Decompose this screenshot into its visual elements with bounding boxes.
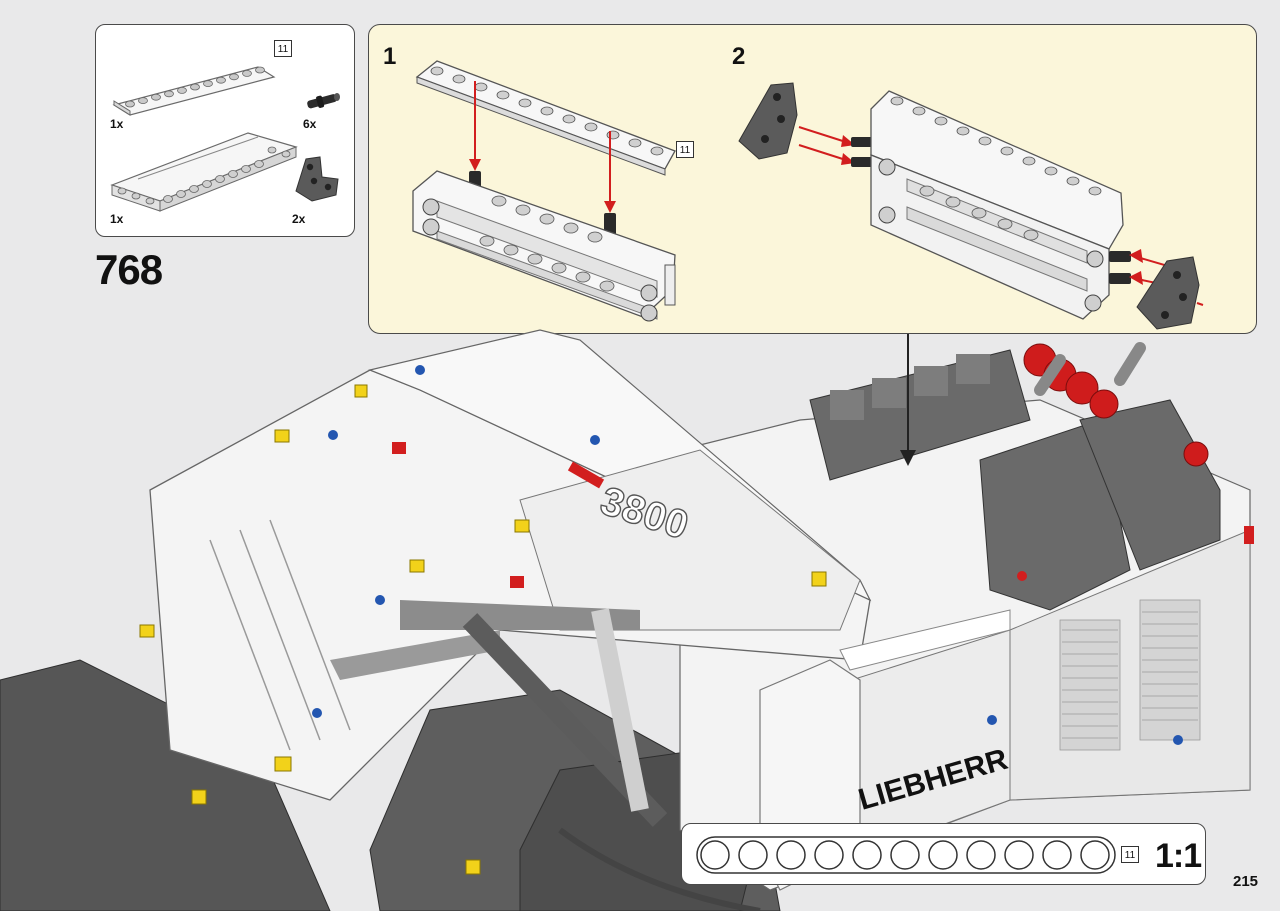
- hydraulic-cylinder: [462, 608, 668, 827]
- sub-step-1-diagram: [412, 60, 676, 322]
- track-left: [0, 659, 331, 911]
- t-connector-icon: [295, 156, 339, 202]
- callout-arrow-icon: [900, 450, 916, 466]
- step-number: 768: [95, 246, 163, 293]
- turntable: [558, 827, 761, 911]
- beam-11-icon: [112, 66, 276, 116]
- parts-list-box: 11 1x 6x 1x 2x: [95, 24, 355, 237]
- pin-icon: [307, 93, 340, 109]
- connector-accents: [139, 365, 1254, 875]
- sub-step-1-length-label: 11: [676, 141, 694, 158]
- page-number: 215: [1233, 873, 1259, 890]
- callout-line: [907, 334, 909, 452]
- scale-beam-icon: [696, 836, 1116, 874]
- parts-t-connector-qty: 2x: [292, 212, 306, 226]
- parts-thick-beam-qty: 1x: [110, 212, 124, 226]
- parts-beam-qty: 1x: [110, 117, 124, 131]
- sub-step-1-number: 1: [383, 43, 397, 70]
- thick-beam-icon: [110, 132, 298, 212]
- scale-length-label: 11: [1121, 846, 1139, 863]
- sub-assembly-panel: 1 2: [368, 24, 1257, 334]
- engine-blocks: [809, 349, 1221, 611]
- sub-step-2-number: 2: [732, 43, 746, 70]
- parts-beam-length-label: 11: [274, 40, 292, 57]
- parts-pin-qty: 6x: [303, 117, 317, 131]
- scale-reference-box: 11: [681, 823, 1206, 885]
- scale-ratio-label: 1:1: [1155, 837, 1202, 875]
- sub-step-2-diagram: [738, 82, 1204, 330]
